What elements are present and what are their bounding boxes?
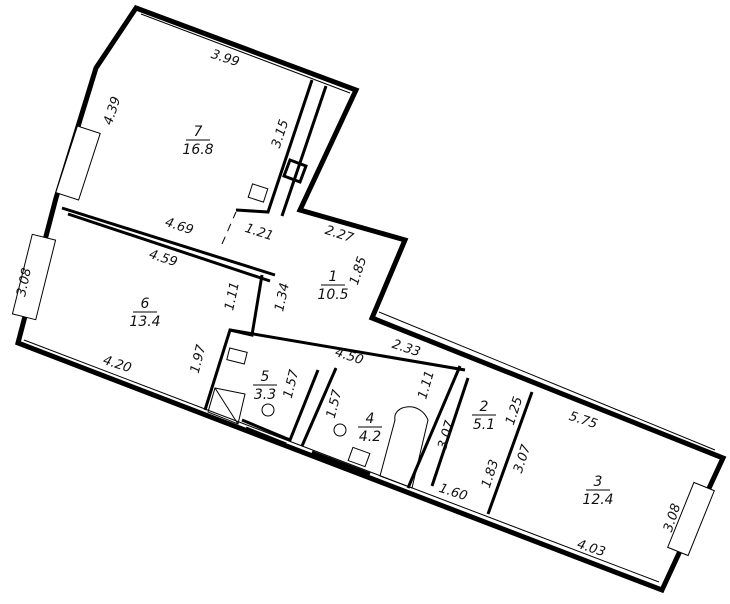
sink-room-4	[347, 446, 371, 468]
window-room-6	[11, 233, 57, 321]
window-room-7	[55, 125, 101, 201]
room-area: 13.4	[129, 314, 160, 330]
dimension-label: 3.08	[14, 267, 35, 298]
windows	[11, 125, 715, 557]
dimension-label: 4.69	[163, 215, 195, 238]
dimension-label: 3.07	[511, 442, 534, 475]
room-label-7: 716.8	[182, 124, 213, 158]
shower-tray	[207, 387, 246, 425]
dimension-label: 1.97	[188, 343, 210, 375]
outer-walls	[15, 4, 727, 594]
dimension-label: 3.07	[435, 418, 458, 451]
room-number: 5	[261, 369, 270, 385]
dimension-label: 1.21	[243, 221, 275, 244]
room-number: 2	[480, 399, 489, 415]
room-label-1: 110.5	[317, 269, 348, 303]
dimension-lines	[221, 209, 461, 396]
room-label-5: 53.3	[253, 369, 277, 403]
dimension-label: 4.20	[101, 353, 133, 376]
room-area: 10.5	[317, 287, 348, 303]
room-number: 1	[329, 269, 338, 285]
sink-room-5	[226, 347, 248, 365]
dimension-label: 5.75	[567, 409, 599, 432]
fixtures	[207, 183, 429, 489]
toilet-room-5	[261, 403, 275, 417]
room-number: 3	[594, 474, 603, 490]
room-label-3: 312.4	[582, 474, 613, 508]
dimension-label: 1.11	[222, 281, 243, 312]
dimension-label: 1.25	[503, 395, 526, 427]
dimension-label: 1.60	[437, 481, 469, 504]
room-area: 12.4	[582, 492, 613, 508]
kitchen-sink	[247, 183, 269, 203]
room-area: 16.8	[182, 142, 213, 158]
room-number: 6	[141, 296, 150, 312]
room-area: 3.3	[254, 387, 276, 403]
dimension-label: 1.85	[347, 255, 370, 287]
dimension-label: 1.57	[281, 368, 303, 400]
dimension-label: 1.11	[415, 369, 437, 401]
room-number: 4	[366, 411, 375, 427]
room-area: 5.1	[473, 417, 495, 433]
room-number: 7	[194, 124, 203, 140]
bathtub	[379, 406, 429, 489]
toilet-room-4	[333, 423, 347, 437]
window-room-3	[667, 481, 715, 557]
dimension-label: 1.34	[272, 282, 293, 313]
dimension-label: 4.50	[333, 345, 365, 368]
dimension-label: 4.39	[101, 95, 124, 127]
room-area: 4.2	[359, 429, 381, 445]
room-label-4: 44.2	[358, 411, 382, 445]
dimension-label: 1.57	[324, 388, 346, 420]
room-label-6: 613.4	[129, 296, 160, 330]
room-label-2: 25.1	[472, 399, 496, 433]
